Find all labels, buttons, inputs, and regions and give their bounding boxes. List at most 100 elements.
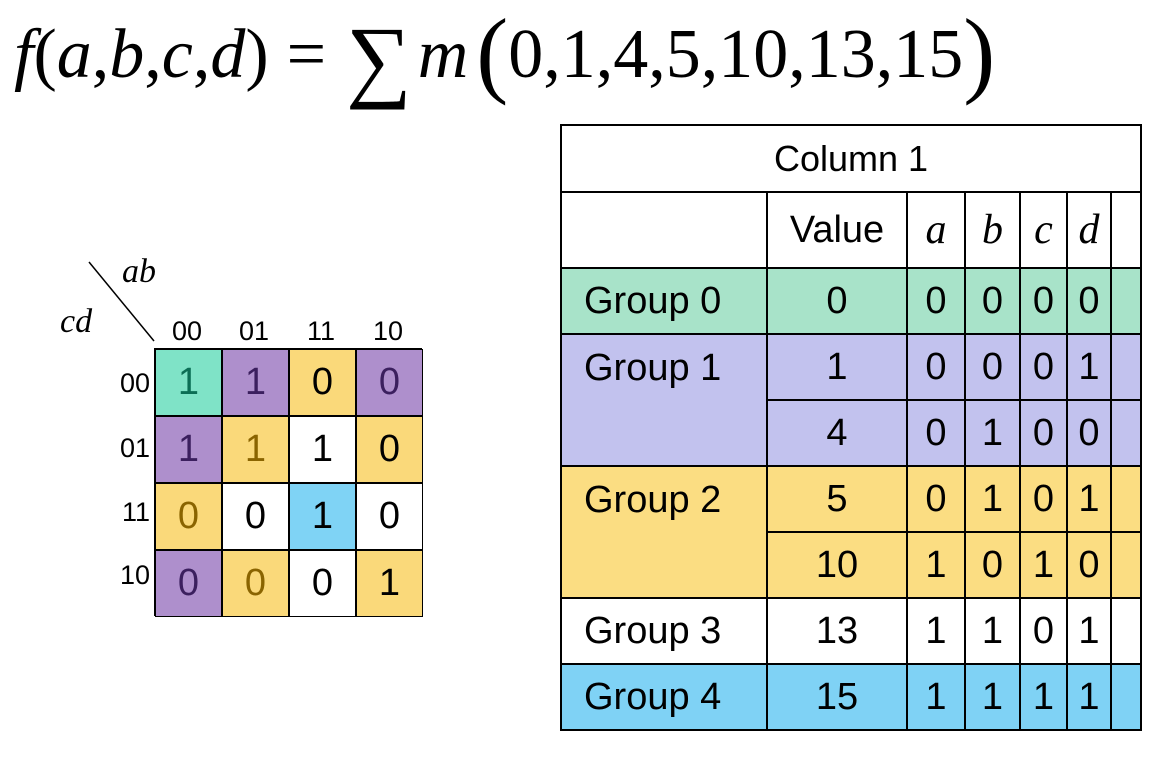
kmap-cell: 1 [155,349,222,416]
kmap-cell: 0 [356,349,423,416]
header-var-b: b [964,191,1021,269]
kmap-cell: 1 [222,349,289,416]
bit-cell: 0 [906,267,966,335]
bit-cell: 1 [1066,663,1112,731]
table-title: Column 1 [560,124,1142,193]
minterm-value: 4 [766,399,908,467]
minterm-value: 10 [766,531,908,599]
kmap-col-label: 00 [171,316,203,346]
bit-cell: 0 [906,465,966,533]
header-value: Value [766,191,908,269]
bit-cell: 1 [906,663,966,731]
kmap-cell: 0 [222,550,289,617]
header-empty-cell [560,191,768,269]
kmap-row-label: 01 [119,433,150,463]
extra-cell [1110,333,1142,401]
kmap-cell: 0 [289,349,356,416]
equation-function: f [14,16,34,93]
kmap-col-label: 01 [238,316,270,346]
kmap-row-variable: cd [60,303,93,340]
bit-cell: 1 [964,663,1021,731]
bit-cell: 0 [1019,399,1068,467]
bit-cell: 0 [964,333,1021,401]
group-label: Group 2 [560,465,768,599]
bit-cell: 0 [1019,465,1068,533]
table-title-row: Column 1 [560,124,1142,193]
minterm-value: 13 [766,597,908,665]
extra-cell [1110,465,1142,533]
kmap-cell: 1 [289,483,356,550]
equation: f(a,b,c,d) = ∑ m (0,1,4,5,10,13,15) [14,0,996,110]
bit-cell: 1 [1019,531,1068,599]
equation-arg-d: d [210,16,246,93]
kmap-cell: 1 [356,550,423,617]
kmap-cell: 0 [155,550,222,617]
kmap-col-label: 11 [306,316,336,346]
equation-open-paren: ( [33,16,57,93]
minterm-value: 15 [766,663,908,731]
bit-cell: 1 [1066,465,1112,533]
group-label: Group 4 [560,663,768,731]
bit-cell: 1 [1066,333,1112,401]
summation-symbol: ∑ [346,8,412,110]
header-extra-cell [1110,191,1142,269]
equation-close-paren: ) [245,16,269,93]
bit-cell: 1 [906,531,966,599]
bit-cell: 1 [1066,597,1112,665]
group-label: Group 3 [560,597,768,665]
bit-cell: 0 [1019,333,1068,401]
kmap-cell: 1 [155,416,222,483]
header-var-c: c [1019,191,1068,269]
bit-cell: 1 [964,465,1021,533]
bit-cell: 0 [1066,531,1112,599]
bit-cell: 0 [964,531,1021,599]
bit-cell: 1 [1019,663,1068,731]
kmap-cell: 1 [222,416,289,483]
minterms-open-paren: ( [476,0,509,106]
minterm-value: 1 [766,333,908,401]
extra-cell [1110,663,1142,731]
group-label: Group 0 [560,267,768,335]
kmap-row-label: 10 [119,560,150,590]
bit-cell: 0 [1019,597,1068,665]
kmap-row-label: 11 [121,497,150,527]
minterm-value: 0 [766,267,908,335]
kmap-col-variable: ab [122,253,156,290]
bit-cell: 0 [1066,267,1112,335]
kmap-cell: 0 [356,483,423,550]
header-var-d: d [1066,191,1112,269]
header-var-a: a [906,191,966,269]
kmap-cell: 1 [289,416,356,483]
bit-cell: 1 [964,399,1021,467]
kmap-cell: 0 [356,416,423,483]
bit-cell: 0 [1019,267,1068,335]
extra-cell [1110,531,1142,599]
extra-cell [1110,267,1142,335]
group-label: Group 1 [560,333,768,467]
kmap-cell: 0 [289,550,356,617]
minterms-list: 0,1,4,5,10,13,15 [508,16,964,93]
equation-equals: = [286,16,327,93]
bit-cell: 0 [906,399,966,467]
kmap-cell: 0 [155,483,222,550]
kmap-row-label: 00 [119,368,150,398]
kmap-cell: 0 [222,483,289,550]
bit-cell: 0 [964,267,1021,335]
equation-arg-c: c [161,16,193,93]
bit-cell: 1 [964,597,1021,665]
minterms-close-paren: ) [963,0,996,106]
extra-cell [1110,399,1142,467]
equation-arg-a: a [56,16,92,93]
equation-minterm-m: m [417,16,469,93]
bit-cell: 0 [906,333,966,401]
bit-cell: 0 [1066,399,1112,467]
equation-arg-b: b [109,16,145,93]
